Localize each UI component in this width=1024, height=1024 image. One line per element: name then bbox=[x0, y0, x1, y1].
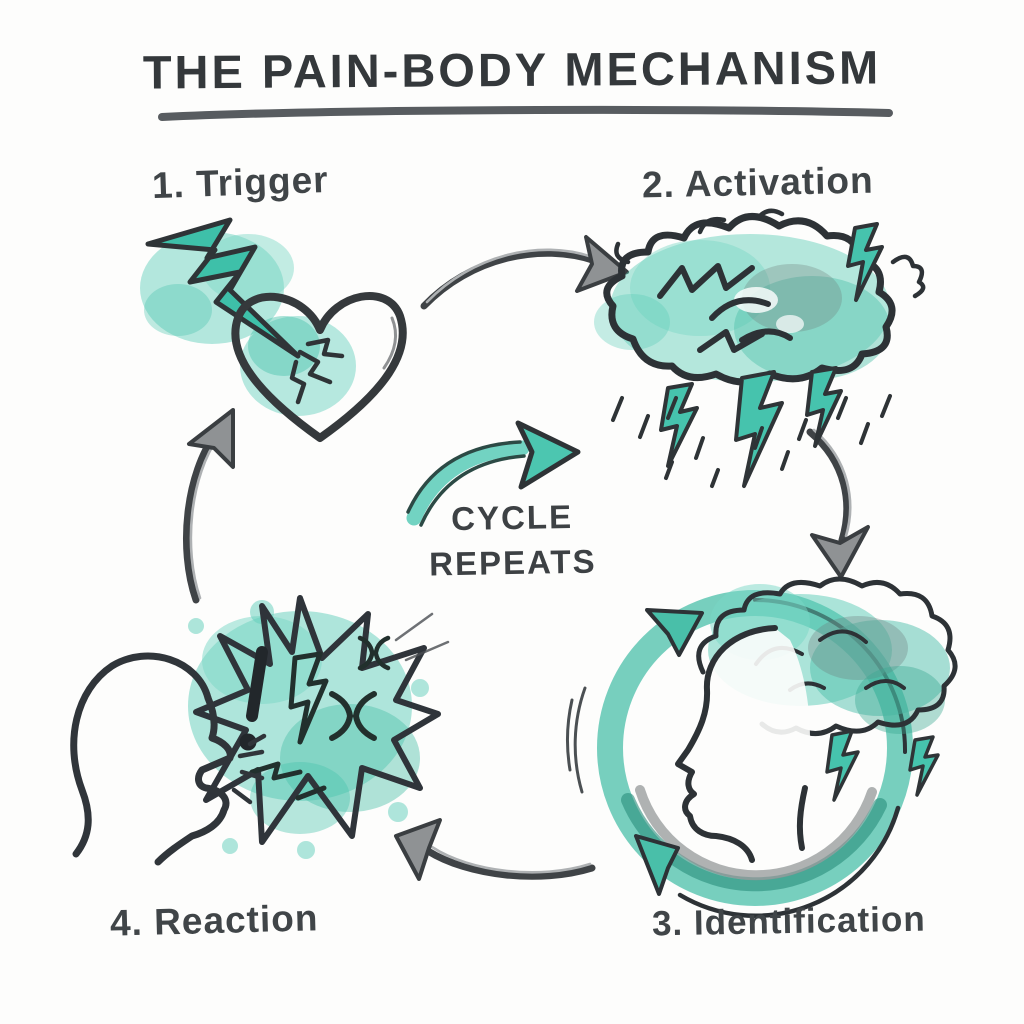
stage-label-reaction: 4. Reaction bbox=[109, 897, 319, 944]
stage-label-activation: 2. Activation bbox=[641, 159, 875, 206]
burst-star-outline bbox=[193, 595, 441, 845]
identification-bolts bbox=[825, 729, 940, 802]
ring-speed-lines bbox=[565, 686, 587, 794]
paint-splats bbox=[188, 600, 429, 859]
cloud-inner-strokes bbox=[657, 263, 793, 353]
cycle-repeats-line1: CYCLE bbox=[450, 497, 574, 538]
arrow-reaction-to-trigger bbox=[182, 408, 235, 604]
arrow-activation-to-identification bbox=[806, 428, 870, 579]
anger-mark-small bbox=[357, 635, 391, 671]
heart-cracks bbox=[289, 337, 345, 405]
cloud-curls bbox=[614, 208, 926, 299]
shout-lines bbox=[231, 733, 267, 805]
ring-arrowhead-top bbox=[645, 608, 704, 657]
lightning-striking-heart-icon bbox=[140, 217, 407, 442]
burst-accent-lines bbox=[394, 612, 450, 662]
head-storm-brain-cycle-ring-icon bbox=[565, 576, 958, 918]
anger-mark-large bbox=[329, 691, 377, 741]
storm-cloud-lightning-rain-icon bbox=[594, 208, 926, 488]
cycle-repeats-line2: REPEATS bbox=[428, 542, 597, 583]
heart-outline bbox=[231, 292, 407, 442]
exclamation-dot bbox=[239, 733, 257, 751]
neck-back-line bbox=[796, 785, 808, 851]
ring-arrowhead-bottom bbox=[634, 834, 680, 896]
burst-bolt bbox=[288, 651, 329, 745]
title-underline bbox=[158, 105, 893, 121]
arrow-identification-to-reaction bbox=[394, 818, 596, 881]
cycle-repeats-label: CYCLE REPEATS bbox=[404, 494, 621, 587]
arrow-trigger-to-activation bbox=[420, 235, 629, 310]
burst-zigzags bbox=[249, 761, 327, 801]
stage-label-identification: 3. Identification bbox=[651, 899, 927, 944]
diagram-title: THE PAIN-BODY MECHANISM bbox=[142, 40, 882, 99]
stage-label-trigger: 1. Trigger bbox=[151, 158, 330, 207]
shouting-head-outline bbox=[70, 652, 212, 858]
lightning-bolt bbox=[145, 217, 301, 359]
rain-strokes bbox=[611, 394, 892, 488]
head-fill bbox=[678, 628, 810, 860]
shouting-head-anger-burst-icon bbox=[70, 595, 450, 866]
storm-lightning-bolts bbox=[659, 222, 884, 488]
exclamation-bar bbox=[246, 646, 268, 722]
cycle-repeats-arrow-icon bbox=[406, 420, 581, 527]
shouting-face-outline bbox=[154, 694, 234, 866]
face-profile-outline bbox=[675, 625, 778, 863]
